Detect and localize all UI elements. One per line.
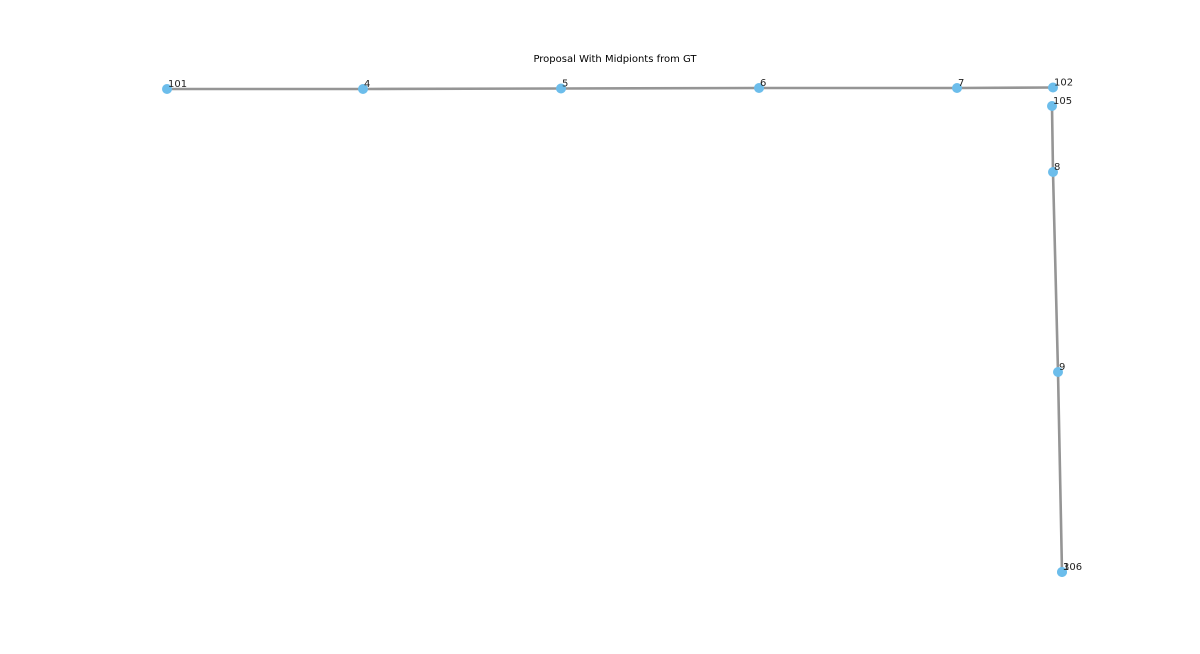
- diagram-title: Proposal With Midpionts from GT: [533, 54, 697, 65]
- edge-9-3: [1056, 370, 1064, 574]
- edge-105-8: [1050, 104, 1055, 174]
- node-label-7: 7: [958, 78, 964, 89]
- edge-4-5: [361, 87, 563, 91]
- node-label-3: 3: [1063, 562, 1069, 573]
- node-9: [1053, 367, 1063, 377]
- node-4: [358, 84, 368, 94]
- node-102: [1048, 82, 1058, 93]
- node-label-4: 4: [364, 79, 370, 90]
- node-label-8: 8: [1054, 162, 1060, 173]
- edge-8-9: [1051, 170, 1060, 374]
- node-8: [1048, 167, 1058, 177]
- edge-5-6: [559, 86, 761, 90]
- node-label-105: 105: [1053, 96, 1072, 107]
- node-7: [952, 83, 962, 93]
- edge-7-102: [955, 86, 1055, 90]
- node-105: [1047, 101, 1057, 111]
- node-label-9: 9: [1059, 362, 1065, 373]
- node-label-101: 101: [168, 79, 187, 90]
- node-101: [162, 84, 172, 94]
- node-6: [754, 83, 764, 93]
- node-106: [1057, 567, 1067, 577]
- node-5: [556, 83, 566, 94]
- node-label-106: 106: [1063, 562, 1082, 573]
- nodes-layer: [162, 82, 1067, 577]
- node-label-5: 5: [562, 79, 568, 90]
- node-label-6: 6: [760, 78, 766, 89]
- edges-layer: [165, 86, 1064, 574]
- node-label-102: 102: [1054, 78, 1073, 89]
